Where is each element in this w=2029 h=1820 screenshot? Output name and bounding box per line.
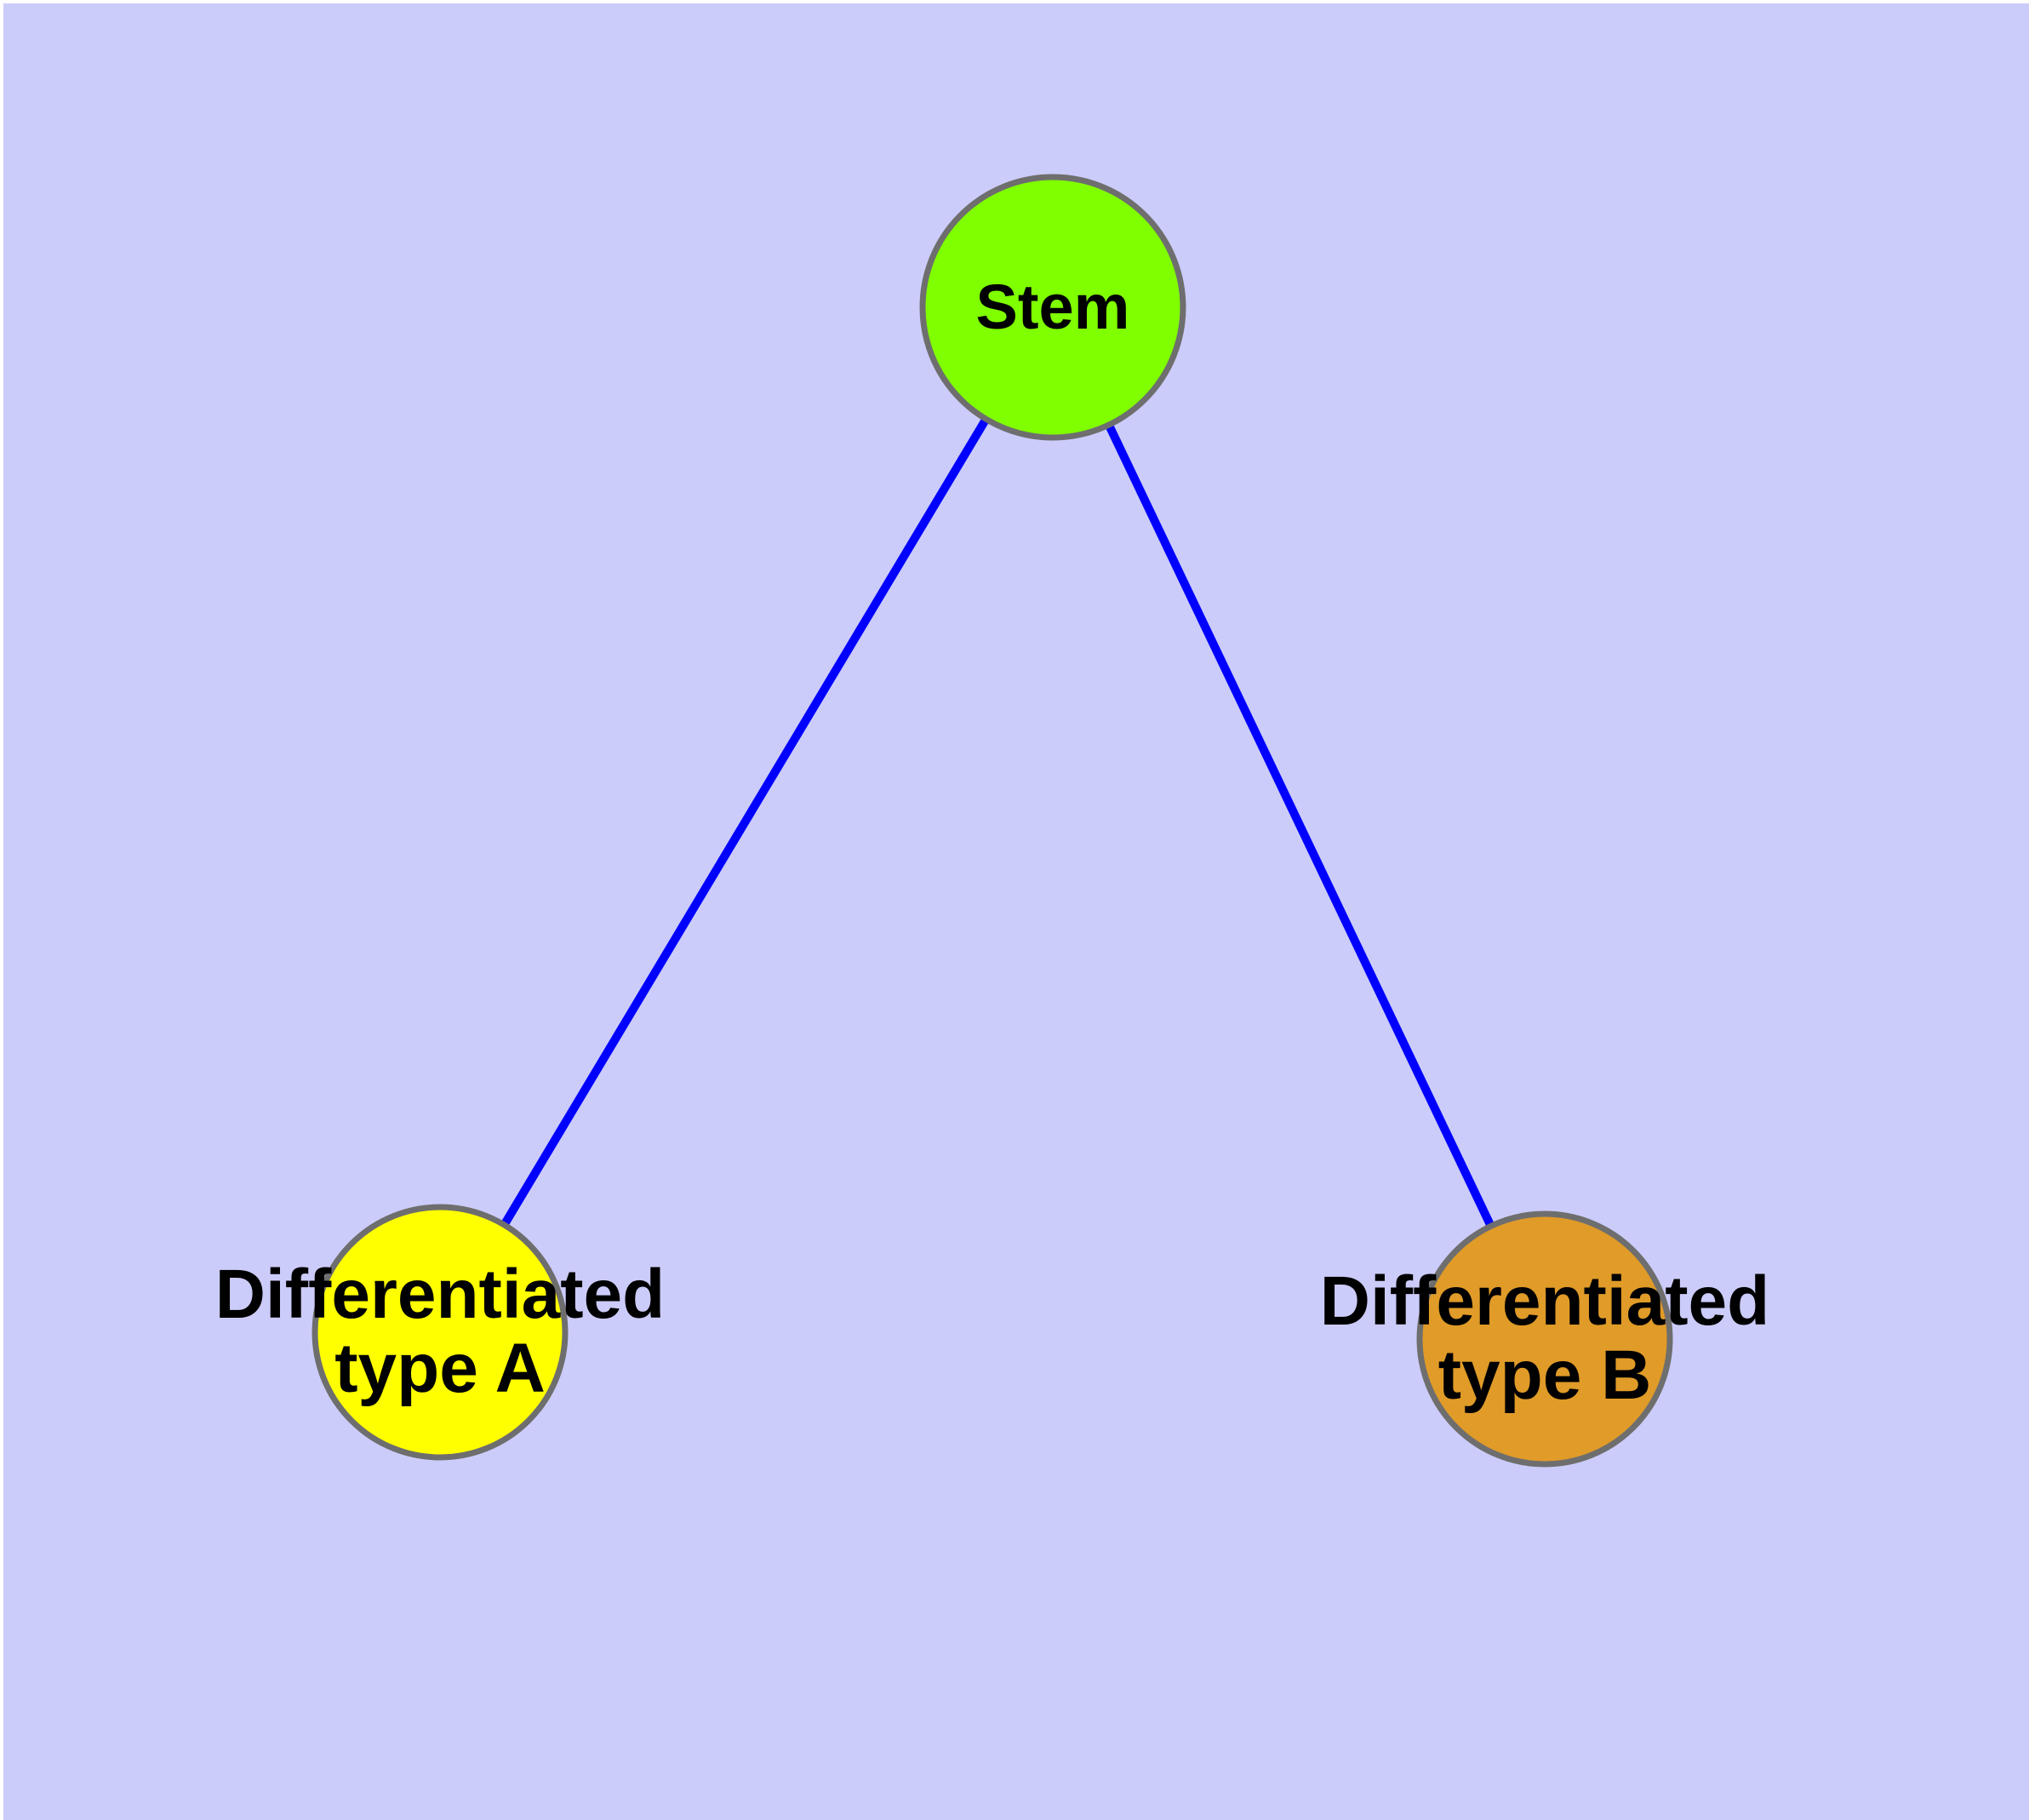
node-layer	[311, 174, 1673, 1468]
node-differentiated-type-b[interactable]	[1416, 1210, 1673, 1468]
edge-stem-to-differentiated-type-b[interactable]	[1049, 305, 1549, 1342]
edge-layer	[436, 305, 1549, 1342]
node-differentiated-type-a[interactable]	[311, 1204, 569, 1461]
edge-stem-to-differentiated-type-a[interactable]	[436, 305, 1057, 1335]
node-stem[interactable]	[919, 174, 1186, 441]
